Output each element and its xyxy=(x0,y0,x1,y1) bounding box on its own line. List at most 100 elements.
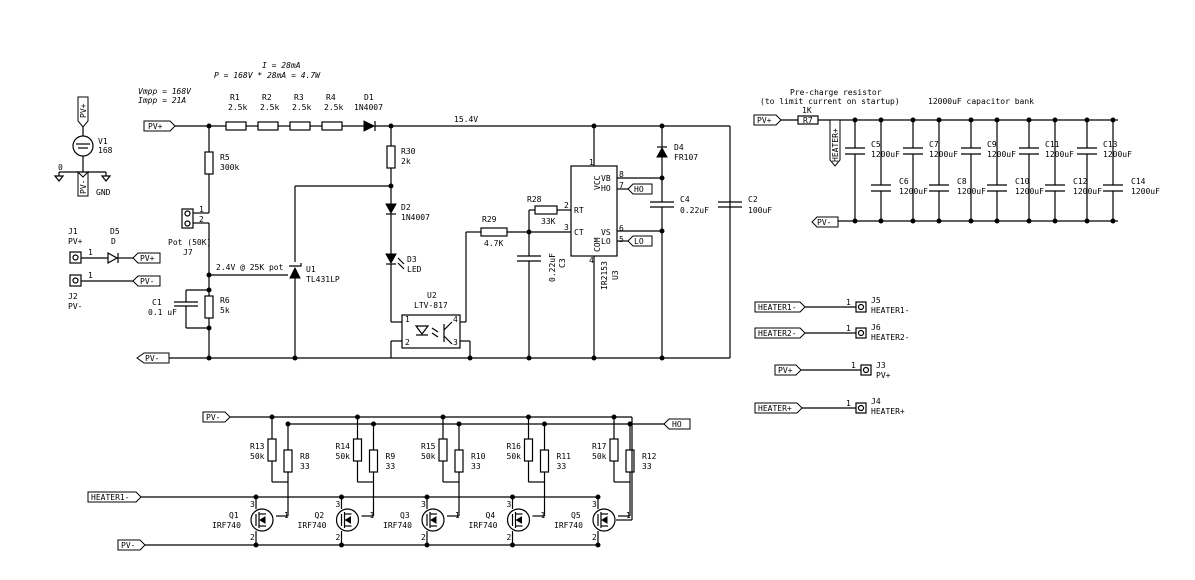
label-pv-plus-j1-text: PV+ xyxy=(140,254,155,263)
source-v1: PV+ V1 168 0 PV- GND xyxy=(53,96,113,197)
r-pulldown-value: 50k xyxy=(250,452,265,461)
mosfet-pin-drain: 3 xyxy=(421,500,426,509)
label-pv-plus-main-text: PV+ xyxy=(148,122,163,131)
d1-value: 1N4007 xyxy=(354,103,383,112)
r-gate-value: 33 xyxy=(386,462,396,471)
mosfet-ref: Q5 xyxy=(571,511,581,520)
r-pulldown-value: 50k xyxy=(336,452,351,461)
r-gate-ref: R12 xyxy=(642,452,657,461)
r-gate-ref: R10 xyxy=(471,452,486,461)
u3-rt: RT xyxy=(574,206,584,215)
r-gate-ref: R8 xyxy=(300,452,310,461)
u3-pin8: 8 xyxy=(619,170,624,179)
c4-value: 0.22uF xyxy=(680,206,709,215)
u1-ref: U1 xyxy=(306,265,316,274)
diode-d2 xyxy=(385,203,397,215)
r4-value: 2.5k xyxy=(324,103,343,112)
mosfet-symbol xyxy=(421,508,445,532)
j7-pin2: 2 xyxy=(199,215,204,224)
gnd-icon xyxy=(100,175,112,182)
connector-j5 xyxy=(855,301,867,313)
mosfet-pin-source: 2 xyxy=(421,533,426,542)
j2-pin: 1 xyxy=(88,271,93,280)
u2-value: LTV-817 xyxy=(414,301,448,310)
mosfet-pin-drain: 3 xyxy=(592,500,597,509)
r-gate-value: 33 xyxy=(557,462,567,471)
u3-pin3: 3 xyxy=(564,223,569,232)
ground-icon xyxy=(53,175,65,182)
r4-ref: R4 xyxy=(326,93,336,102)
r-pulldown-ref: R16 xyxy=(507,442,522,451)
resistor-gate xyxy=(283,449,293,473)
r-pulldown-ref: R15 xyxy=(421,442,436,451)
j4-ref: J4 xyxy=(871,397,881,406)
j5-pin: 1 xyxy=(846,298,851,307)
mosfet-pin-gate: 1 xyxy=(541,511,546,520)
j3-ref: J3 xyxy=(876,361,886,370)
u2-ref: U2 xyxy=(427,291,437,300)
label-heater-plus-j4 xyxy=(754,402,803,414)
j3-value: PV+ xyxy=(876,371,891,380)
r6-ref: R6 xyxy=(220,296,230,305)
note-vmpp: Vmpp = 168V xyxy=(138,87,192,96)
resistor-gate-pulldown xyxy=(609,438,619,462)
mosfet-pin-drain: 3 xyxy=(336,500,341,509)
u3-ho: HO xyxy=(601,184,611,193)
bank-cap-ref: C6 xyxy=(899,177,909,186)
r7-ref: R7 xyxy=(803,116,813,125)
bank-cap-ref: C7 xyxy=(929,140,939,149)
mosfet-symbol xyxy=(592,508,616,532)
mosfet-pin-source: 2 xyxy=(336,533,341,542)
d4-ref: D4 xyxy=(674,143,684,152)
r6-value: 5k xyxy=(220,306,230,315)
connector-j3 xyxy=(860,364,872,376)
mosfet-pin-drain: 3 xyxy=(250,500,255,509)
capacitor-bank: C51200uFC61200uFC71200uFC81200uFC91200uF… xyxy=(845,117,1160,224)
ground-zero-label: 0 xyxy=(58,163,63,172)
bank-cap-ref: C9 xyxy=(987,140,997,149)
u3-pin5: 5 xyxy=(619,235,624,244)
mosfet-value: IRF740 xyxy=(554,521,583,530)
r-gate-ref: R11 xyxy=(557,452,572,461)
resistor-r30 xyxy=(386,145,396,169)
u3-vb: VB xyxy=(601,174,611,183)
tl431-symbol xyxy=(289,266,301,279)
mosfet-pin-source: 2 xyxy=(250,533,255,542)
mosfet-pin-source: 2 xyxy=(507,533,512,542)
bank-cap-value: 1200uF xyxy=(1131,187,1160,196)
resistor-chain xyxy=(225,121,364,131)
j7-value: Pot (50K) xyxy=(168,238,211,247)
c1-ref: C1 xyxy=(152,298,162,307)
d5-value: D xyxy=(111,237,116,246)
label-heater-plus-bank-text: HEATER+ xyxy=(831,128,840,162)
r-gate-ref: R9 xyxy=(386,452,396,461)
mosfet-pin-gate: 1 xyxy=(626,511,631,520)
resistor-gate-pulldown xyxy=(438,438,448,462)
r30-ref: R30 xyxy=(401,147,416,156)
r1-value: 2.5k xyxy=(228,103,247,112)
connector-j2 xyxy=(69,274,82,287)
u2-pin2: 2 xyxy=(405,338,410,347)
j6-ref: J6 xyxy=(871,323,881,332)
resistor-r5 xyxy=(204,151,214,175)
label-pv-plus-bank xyxy=(753,114,782,126)
label-pv-minus-bank xyxy=(811,216,839,228)
label-heater-plus-j4-text: HEATER+ xyxy=(758,404,792,413)
note-current: I = 28mA xyxy=(262,61,301,70)
j5-value: HEATER1- xyxy=(871,306,910,315)
mosfet-ref: Q1 xyxy=(229,511,239,520)
label-pv-minus-j2 xyxy=(132,275,161,287)
j4-pin: 1 xyxy=(846,399,851,408)
resistor-gate-pulldown xyxy=(352,438,363,462)
r-pulldown-value: 50k xyxy=(421,452,436,461)
d4-value: FR107 xyxy=(674,153,698,162)
label-pv-plus-bank-text: PV+ xyxy=(757,116,772,125)
u2-pin1: 1 xyxy=(405,315,410,324)
mosfet-pin-source: 2 xyxy=(592,533,597,542)
resistor-gate xyxy=(625,449,635,473)
r3-value: 2.5k xyxy=(292,103,311,112)
v1-bottom-label: PV- xyxy=(79,180,88,194)
r-pulldown-value: 50k xyxy=(592,452,607,461)
v1-top-label: PV+ xyxy=(79,103,88,118)
